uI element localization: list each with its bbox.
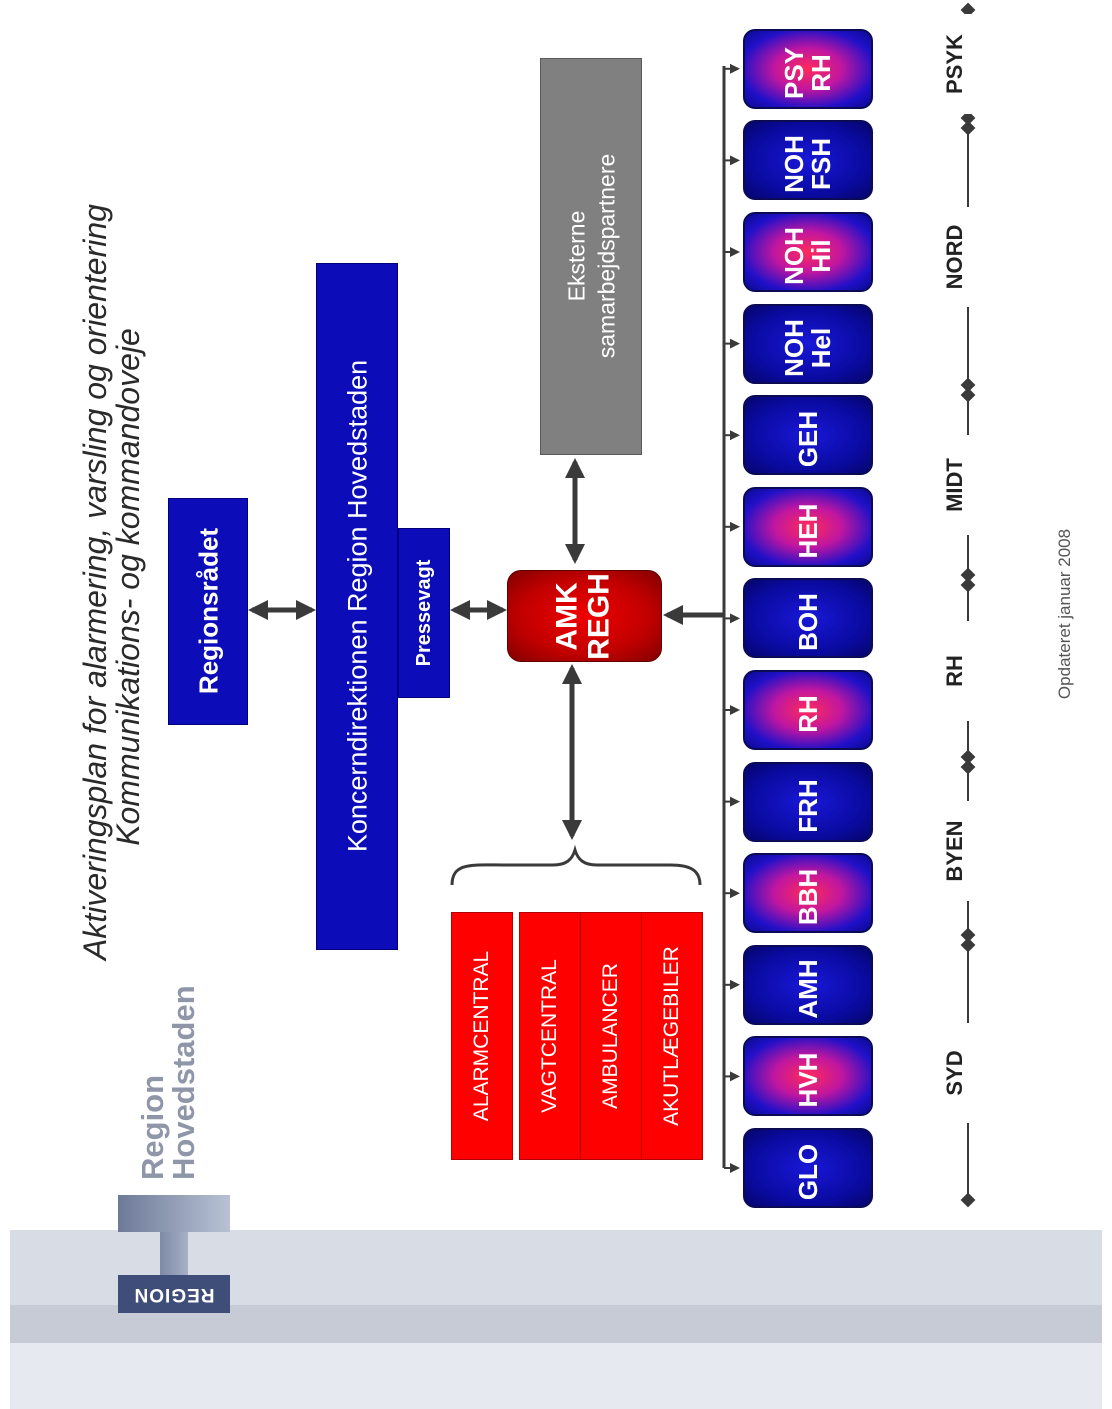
region-logo: REGION xyxy=(118,1195,230,1313)
hospital-box: HVH xyxy=(743,1036,873,1117)
area-label: BYEN xyxy=(939,801,971,901)
hospital-box: HEH xyxy=(743,486,873,567)
hospital-box: RH xyxy=(743,670,873,750)
area-range-diamond xyxy=(960,937,976,953)
area-range-diamond xyxy=(960,759,976,775)
area-range-diamond xyxy=(960,110,976,126)
hospital-label: BOH xyxy=(792,593,823,652)
hospital-label: PSY RH xyxy=(779,46,836,99)
hospital-label: GEH xyxy=(792,411,823,468)
hospital-label: NOH Hel xyxy=(779,318,836,377)
koncerndirektion-box: Koncerndirektionen Region Hovedstaden xyxy=(316,263,398,950)
hospital-label: GLO xyxy=(792,1143,823,1201)
hospital-label: FRH xyxy=(792,778,823,833)
hospital-label: AMH xyxy=(792,959,823,1019)
updated-note: Opdateret januar 2008 xyxy=(1055,528,1074,700)
pressevagt-box: Pressevagt xyxy=(398,528,450,698)
area-range-diamond xyxy=(960,927,976,943)
area-label: NORD xyxy=(939,206,971,307)
hospital-label: NOH Hil xyxy=(779,227,836,285)
area-label: MIDT xyxy=(939,435,971,535)
area-range-diamond xyxy=(960,749,976,765)
area-range-diamond xyxy=(960,120,976,136)
hospital-label: NOH FSH xyxy=(779,135,836,194)
service-box-ambulancer: AMBULANCER xyxy=(580,912,642,1160)
hospital-box: GEH xyxy=(743,395,873,476)
area-label: SYD xyxy=(939,1022,971,1123)
service-box-alarmcentral: ALARMCENTRAL xyxy=(451,912,513,1160)
hospital-box: PSY RH xyxy=(743,28,873,109)
services-brace xyxy=(450,844,702,886)
amk-box: AMK REGH xyxy=(507,570,662,662)
hospital-box: BBH xyxy=(743,853,873,934)
area-label: PSYK xyxy=(939,14,971,114)
hospital-box: NOH Hel xyxy=(743,303,873,384)
hospital-box: AMH xyxy=(743,944,873,1025)
hospital-box: NOH Hil xyxy=(743,212,873,292)
service-box-akutlaegebiler: AKUTLÆGEBILER xyxy=(641,912,703,1160)
area-range-diamond xyxy=(960,1192,976,1208)
footer-band-bottom xyxy=(10,1343,1102,1409)
hospital-label: HEH xyxy=(792,503,823,559)
eksterne-box: Eksterne samarbejdspartnere xyxy=(540,58,642,455)
regionsraadet-box: Regionsrådet xyxy=(168,498,248,725)
hospital-label: BBH xyxy=(792,869,823,926)
area-label: RH xyxy=(939,621,971,721)
area-range-diamond xyxy=(960,577,976,593)
area-range-diamond xyxy=(960,567,976,583)
area-range-diamond xyxy=(960,387,976,403)
hospital-box: GLO xyxy=(743,1128,873,1208)
hospital-label: HVH xyxy=(792,1052,823,1108)
hospital-box: NOH FSH xyxy=(743,120,873,201)
hospital-box: FRH xyxy=(743,761,873,842)
hospital-label: RH xyxy=(792,695,823,733)
area-range-diamond xyxy=(960,377,976,393)
hospital-box: BOH xyxy=(743,578,873,659)
